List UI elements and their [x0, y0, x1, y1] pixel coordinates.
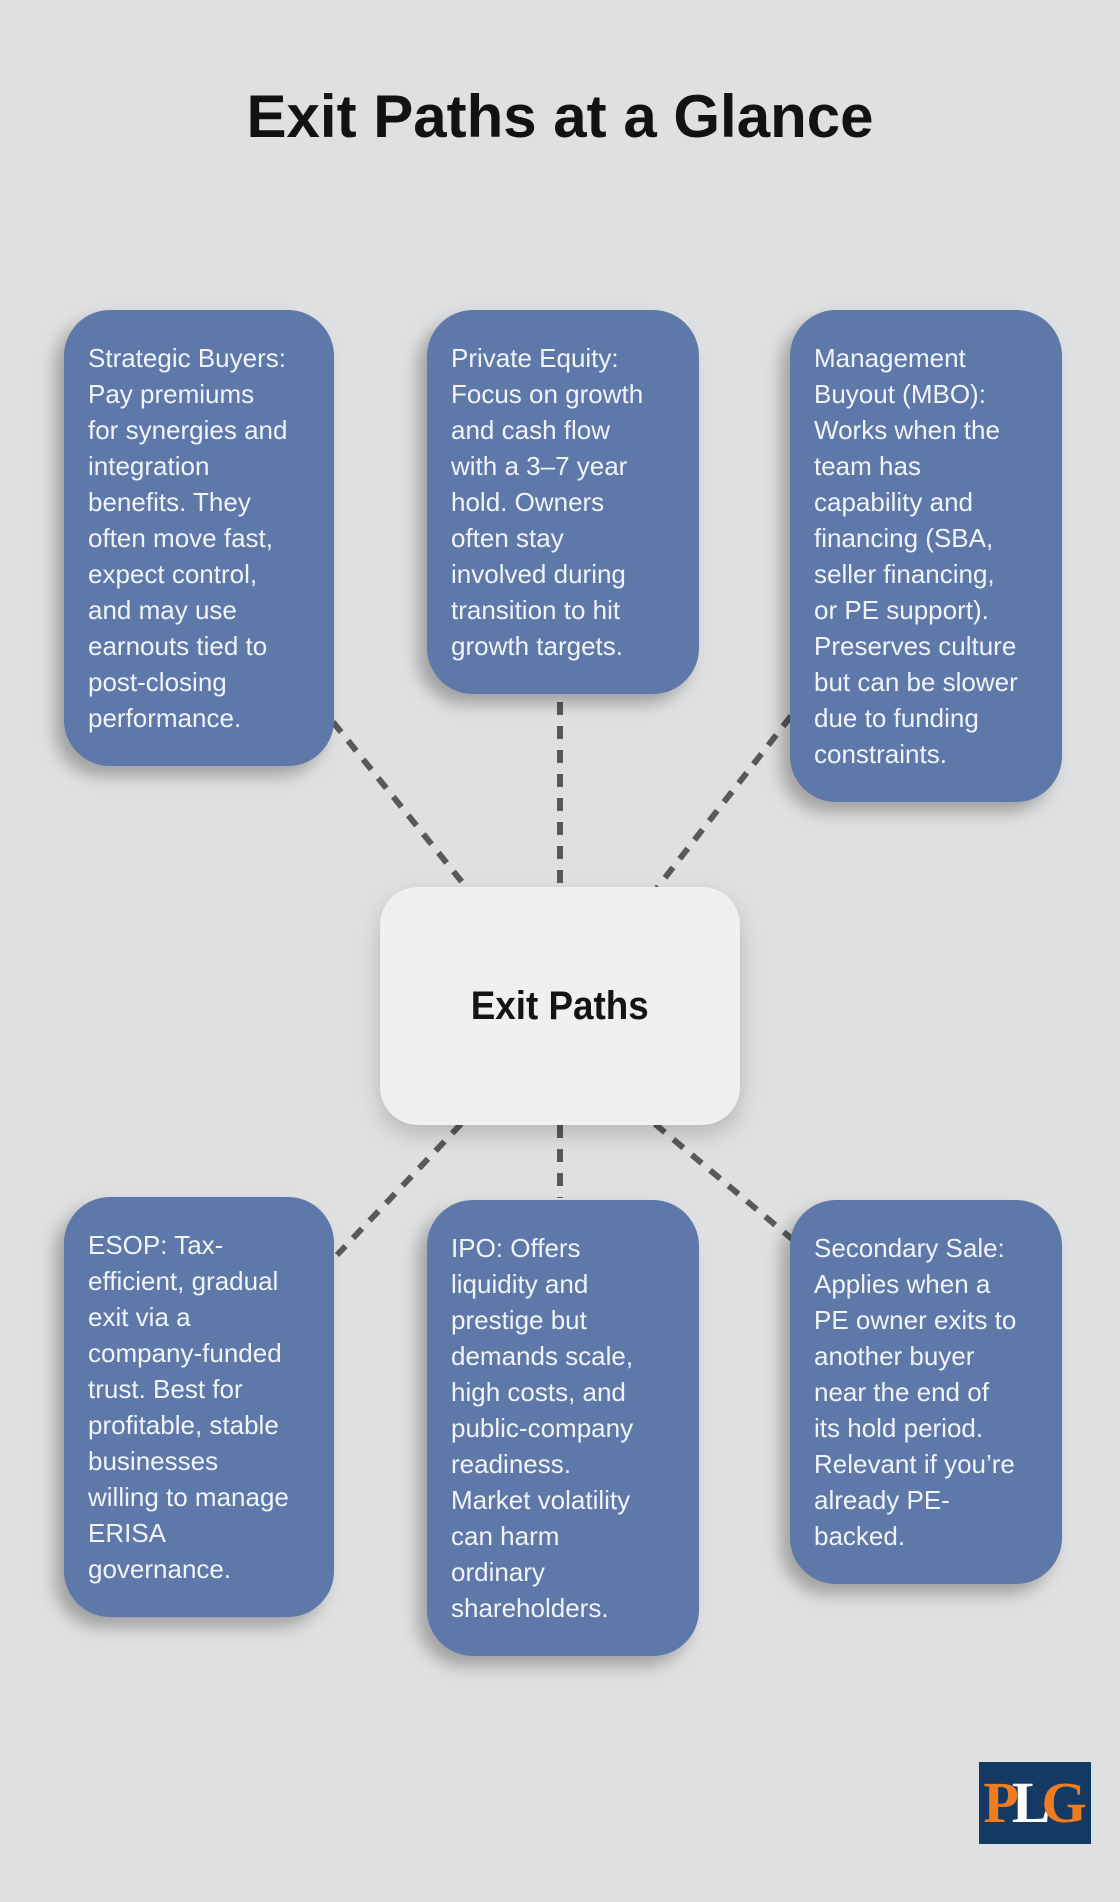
node-secondary-sale: Secondary Sale: Applies when a PE owner …	[790, 1200, 1062, 1584]
connector-strategic-buyers	[330, 720, 469, 889]
center-node: Exit Paths	[380, 887, 740, 1125]
connector-management-buyout	[654, 714, 794, 890]
logo-letter-g: G	[1041, 1770, 1087, 1835]
node-ipo: IPO: Offers liquidity and prestige but d…	[427, 1200, 699, 1656]
node-management-buyout: Management Buyout (MBO): Works when the …	[790, 310, 1062, 802]
connector-esop	[334, 1121, 464, 1258]
page-title: Exit Paths at a Glance	[246, 83, 874, 150]
node-strategic-buyers: Strategic Buyers: Pay premiums for syner…	[64, 310, 334, 766]
center-node-label: Exit Paths	[471, 983, 649, 1028]
logo-letter-l: L	[1011, 1770, 1051, 1835]
connector-secondary-sale	[653, 1121, 800, 1247]
node-private-equity: Private Equity: Focus on growth and cash…	[427, 310, 699, 694]
logo-letter-p: P	[983, 1770, 1019, 1835]
node-esop: ESOP: Tax- efficient, gradual exit via a…	[64, 1197, 334, 1617]
